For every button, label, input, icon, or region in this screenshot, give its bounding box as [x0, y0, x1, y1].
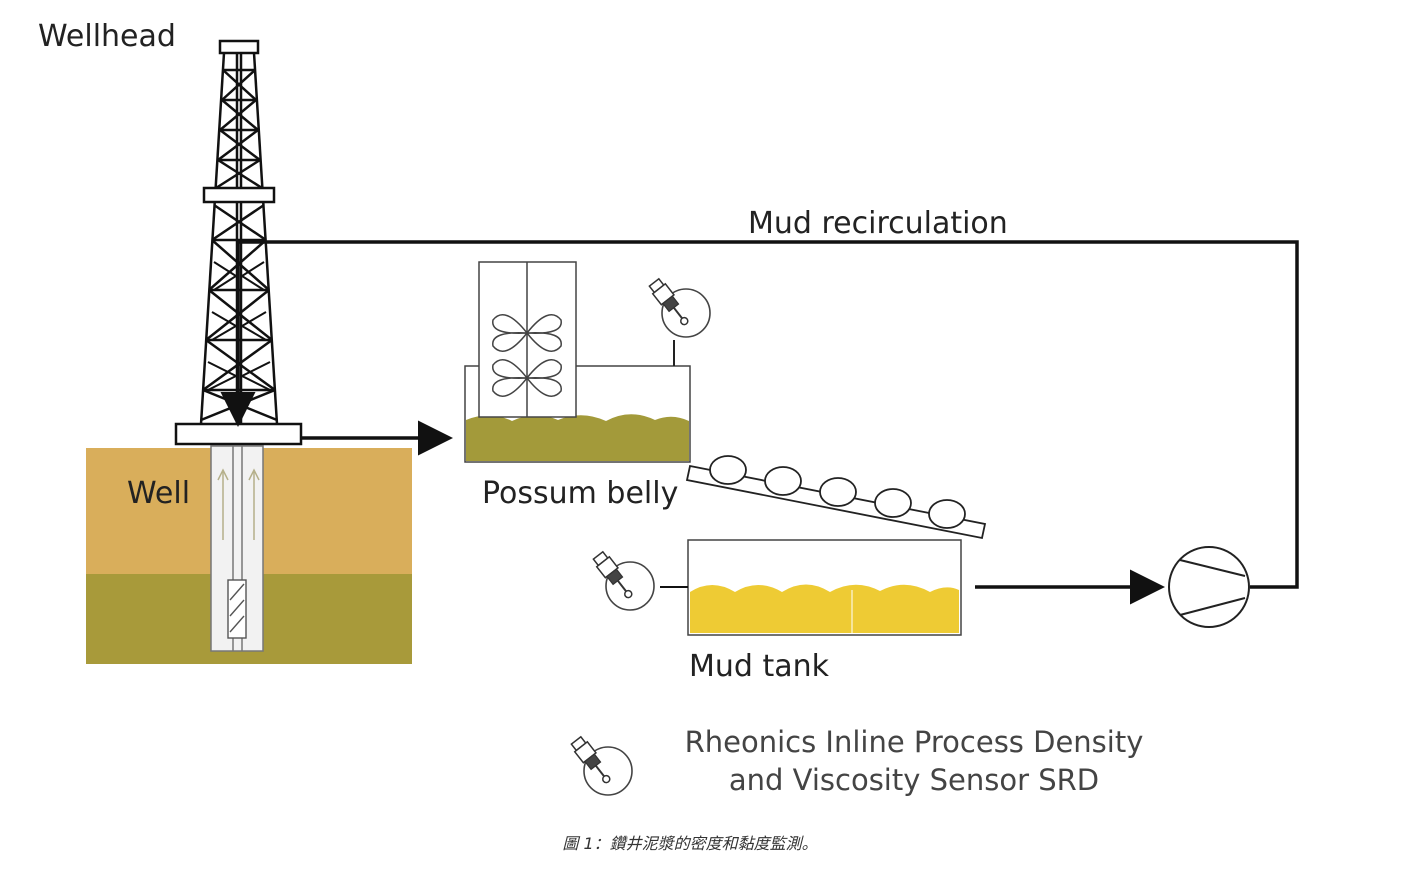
legend-line-1: Rheonics Inline Process Density: [685, 725, 1144, 759]
label-wellhead: Wellhead: [38, 19, 176, 54]
figure-caption: 圖 1：鑽井泥漿的密度和黏度監測。: [562, 834, 817, 853]
flow-lines: [220, 240, 1299, 605]
sensor-icon-mud-tank: [590, 549, 655, 611]
label-mud-recirculation: Mud recirculation: [748, 206, 1008, 241]
legend-line-2: and Viscosity Sensor SRD: [729, 763, 1099, 797]
pump: [1168, 546, 1250, 628]
label-mud-tank: Mud tank: [689, 649, 830, 684]
sensor-icon-legend: [568, 734, 633, 796]
label-well: Well: [127, 476, 190, 511]
sensor-icon-possum-belly: [646, 276, 711, 338]
mud-tank: [687, 539, 962, 636]
shaker-conveyor: [685, 455, 987, 540]
well-bore: [210, 445, 264, 652]
possum-belly-tank: [464, 261, 691, 463]
label-possum-belly: Possum belly: [482, 476, 678, 511]
